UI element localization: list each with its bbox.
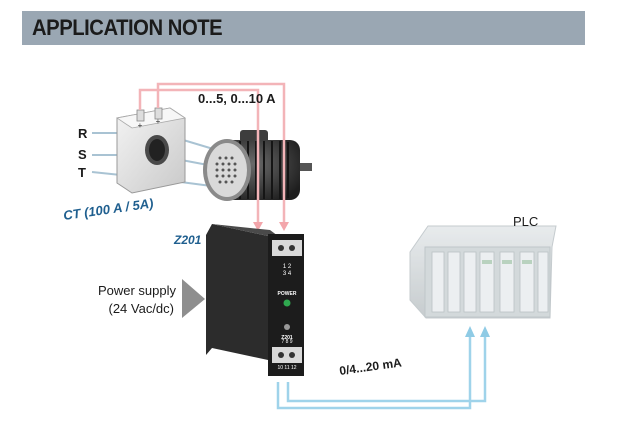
signal-wires xyxy=(276,333,487,410)
current-wire-arrows xyxy=(253,222,289,231)
power-supply-label-line2: (24 Vac/dc) xyxy=(108,301,174,316)
output-signal-label: 0/4...20 mA xyxy=(338,355,402,378)
svg-text:+: + xyxy=(156,117,161,126)
plc xyxy=(409,225,557,319)
z201-device xyxy=(206,224,304,376)
terminal-top-row1: 1 2 xyxy=(283,264,292,270)
phase-s-label: S xyxy=(78,147,87,162)
phase-t-label: T xyxy=(78,165,86,180)
power-led-label: POWER xyxy=(278,291,297,297)
current-wires xyxy=(138,82,286,226)
page-title: APPLICATION NOTE xyxy=(32,15,223,40)
plc-label: PLC xyxy=(513,214,538,229)
device-face-label: Z201 xyxy=(281,335,293,341)
terminal-top-row2: 3 4 xyxy=(283,271,292,277)
header-bar: APPLICATION NOTE xyxy=(22,11,585,45)
phase-r-label: R xyxy=(78,126,88,141)
signal-wire-arrows xyxy=(465,326,490,337)
terminal-bottom-row1: 7 8 9 xyxy=(281,339,292,345)
current-transformer: + + xyxy=(115,107,187,194)
motor xyxy=(203,130,312,201)
current-range-label: 0...5, 0...10 A xyxy=(198,91,276,106)
svg-text:+: + xyxy=(138,121,143,130)
device-label: Z201 xyxy=(173,233,202,247)
ct-label: CT (100 A / 5A) xyxy=(62,195,154,222)
power-supply-arrow xyxy=(182,279,205,318)
power-supply-label-line1: Power supply xyxy=(98,283,177,298)
terminal-bottom-row2: 10 11 12 xyxy=(277,365,296,371)
